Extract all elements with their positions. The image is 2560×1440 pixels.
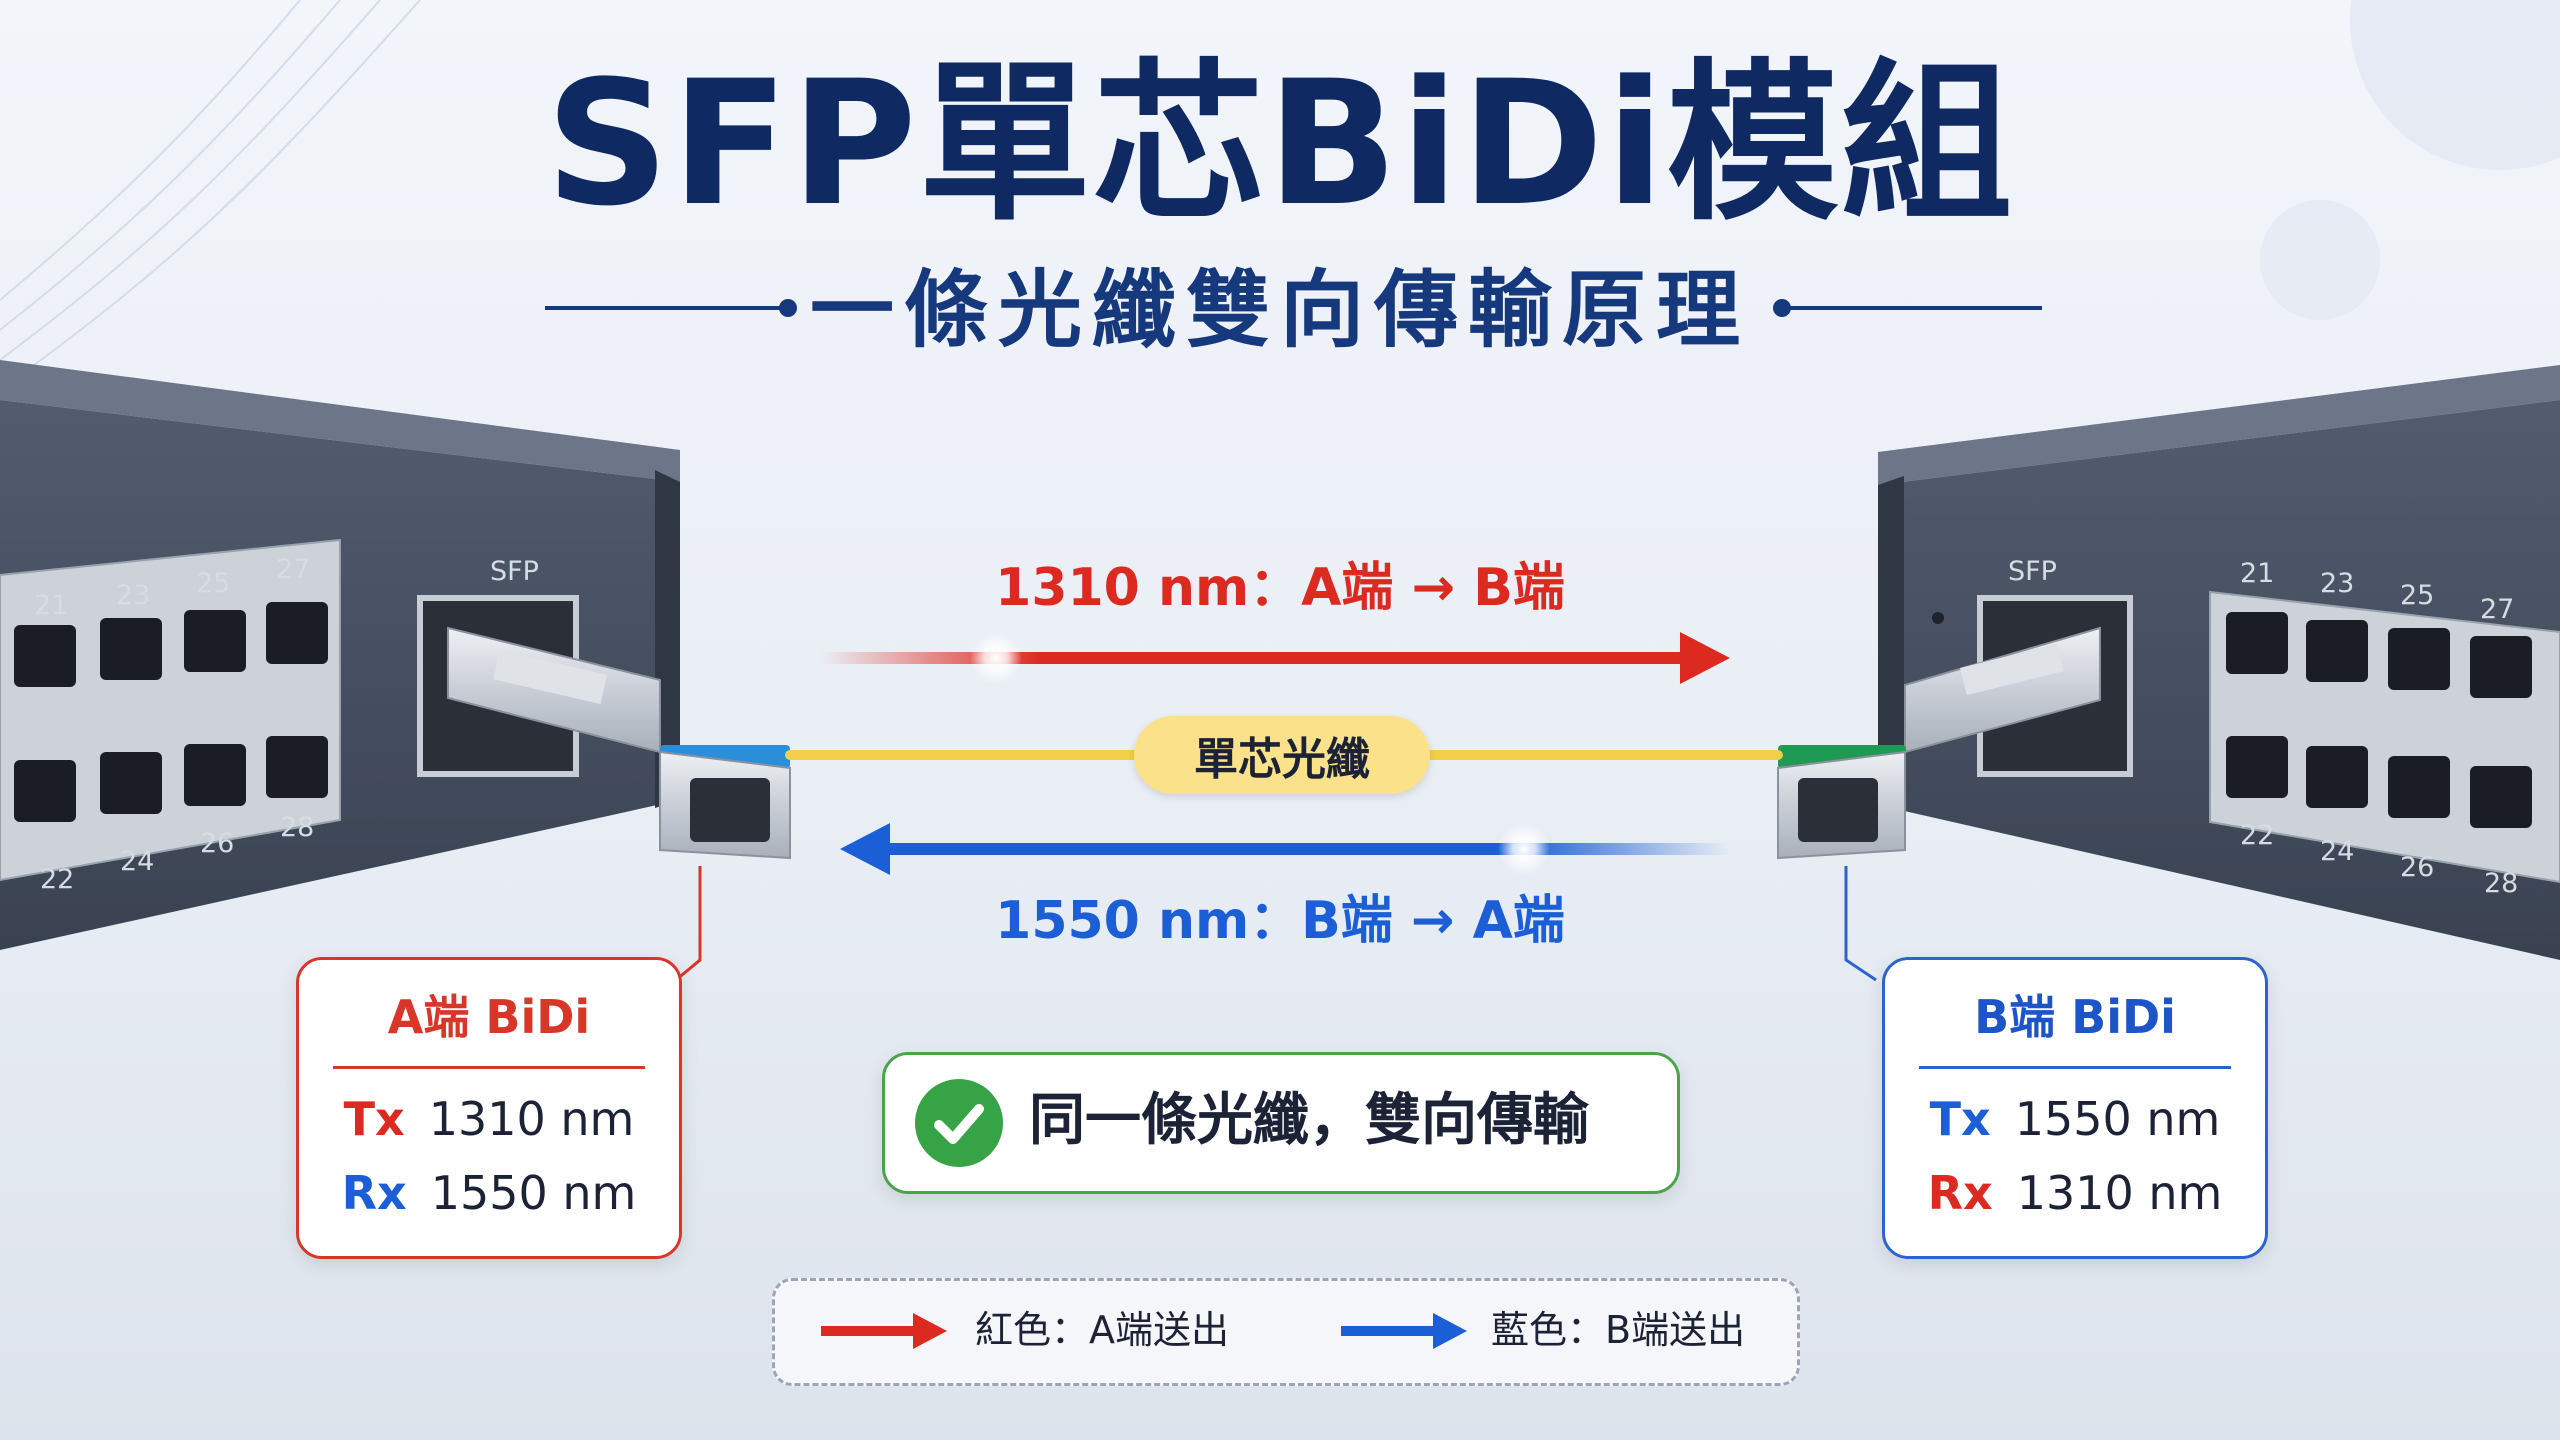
port-label: 21: [34, 590, 68, 621]
decor-circle-small: [2260, 200, 2380, 320]
summary-text: 同一條光纖，雙向傳輸: [1029, 1088, 1589, 1153]
port-label: 28: [2484, 868, 2518, 899]
check-icon: [915, 1079, 1003, 1167]
red-beam-arrow: [820, 632, 1730, 684]
rx-label: Rx: [1927, 1166, 1993, 1220]
port-label: 25: [2400, 580, 2434, 611]
legend-blue-text: 藍色：B端送出: [1491, 1308, 1746, 1352]
tx-label: Tx: [343, 1092, 405, 1146]
port-label: 24: [2320, 836, 2354, 867]
port-label: 23: [116, 580, 150, 611]
port-label: 24: [120, 846, 154, 877]
legend-blue-arrow-icon: [1341, 1313, 1467, 1349]
fiber-label-pill: 單芯光纖: [1134, 716, 1430, 794]
summary-box: 同一條光纖，雙向傳輸: [882, 1052, 1680, 1194]
decor-circle-top-right: [2350, 0, 2560, 170]
blue-beam-arrow: [840, 823, 1730, 875]
rx-value: 1310 nm: [2016, 1166, 2223, 1220]
legend: 紅色：A端送出 藍色：B端送出: [772, 1278, 1800, 1386]
port-label: 27: [276, 554, 310, 585]
sfp-module-a: [447, 626, 791, 860]
status-led-right: [1932, 612, 1944, 624]
callout-line-b: [1844, 866, 1877, 982]
sfp-label-left: SFP: [490, 556, 539, 587]
tx-value: 1310 nm: [428, 1092, 635, 1146]
port-label: 23: [2320, 568, 2354, 599]
red-beam-label: 1310 nm：A端 → B端: [995, 558, 1565, 618]
rx-label: Rx: [341, 1166, 407, 1220]
blue-beam-label: 1550 nm：B端 → A端: [995, 891, 1565, 951]
port-label: 26: [2400, 852, 2434, 883]
port-label: 22: [40, 864, 74, 895]
page-title: SFP單芯BiDi模組: [545, 43, 2015, 244]
callout-line-a: [675, 866, 702, 982]
legend-red-text: 紅色：A端送出: [975, 1308, 1229, 1352]
module-b-title: B端 BiDi: [1974, 990, 2176, 1044]
decor-wave-lines: [0, 0, 421, 391]
module-b-divider: [1919, 1066, 2231, 1069]
port-label: 28: [280, 812, 314, 843]
port-jacks-left: [14, 602, 328, 822]
port-block-left: [0, 538, 341, 882]
rx-value: 1550 nm: [430, 1166, 637, 1220]
fiber-label: 單芯光纖: [1194, 734, 1370, 785]
sfp-module-b: [1777, 626, 2101, 860]
switch-left: 21 23 25 27 22 24 26 28 SFP: [0, 360, 680, 950]
subtitle-decor-left: [545, 299, 797, 317]
subtitle-decor-right: [1773, 299, 2042, 317]
port-label: 22: [2240, 820, 2274, 851]
port-label: 25: [196, 568, 230, 599]
tx-value: 1550 nm: [2014, 1092, 2221, 1146]
sfp-label-right: SFP: [2008, 556, 2057, 587]
tx-label: Tx: [1929, 1092, 1991, 1146]
port-label: 21: [2240, 558, 2274, 589]
page-subtitle: 一條光纖雙向傳輸原理: [809, 261, 1750, 359]
module-a-title: A端 BiDi: [387, 990, 591, 1044]
port-jacks-right: [2226, 612, 2532, 828]
port-label: 27: [2480, 594, 2514, 625]
port-label: 26: [200, 828, 234, 859]
module-a-divider: [333, 1066, 645, 1069]
legend-red-arrow-icon: [821, 1313, 947, 1349]
